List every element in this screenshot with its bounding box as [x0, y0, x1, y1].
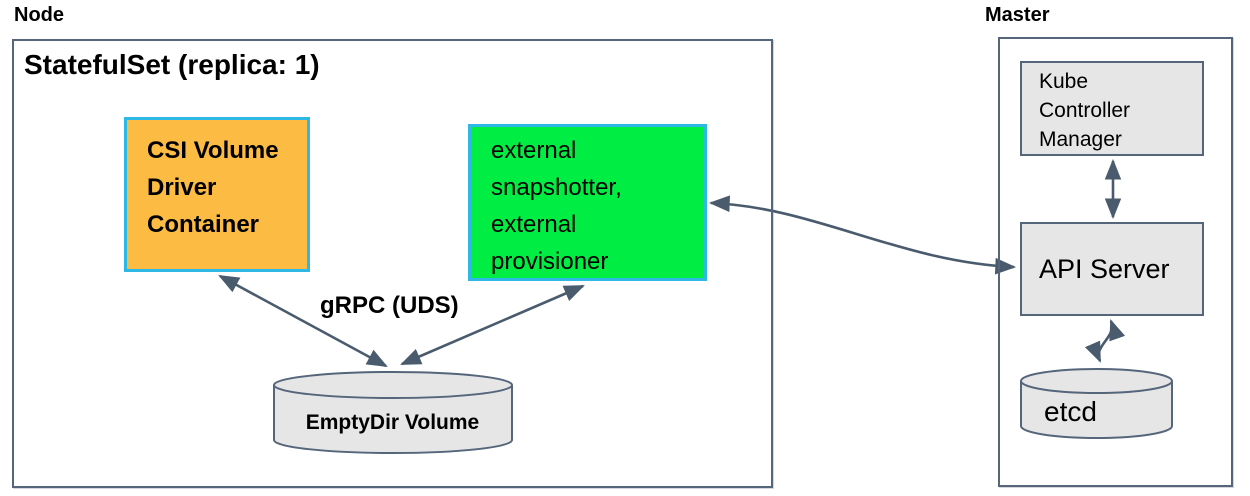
master-boundary-box	[998, 37, 1233, 487]
sidecar-box-line: external	[491, 211, 577, 238]
kcm-box-line: Kube	[1039, 70, 1089, 93]
csi-box-line: Driver	[147, 174, 217, 201]
statefulset-label: StatefulSet (replica: 1)	[24, 49, 320, 80]
kcm-box-line: Controller	[1039, 99, 1131, 122]
node-section-label: Node	[14, 4, 64, 26]
sidecar-box-line: snapshotter,	[491, 174, 622, 201]
sidecar-box-line: provisioner	[491, 248, 609, 275]
api-server-label: API Server	[1039, 253, 1170, 284]
node-boundary-box	[12, 39, 773, 488]
external-sidecars-box: external snapshotter, external provision…	[468, 124, 707, 281]
csi-volume-driver-box: CSI Volume Driver Container	[124, 117, 310, 272]
emptydir-volume-label: EmptyDir Volume	[305, 411, 480, 434]
api-server-box: API Server	[1020, 222, 1204, 316]
csi-box-line: Container	[147, 211, 260, 238]
kcm-box-line: Manager	[1039, 128, 1122, 151]
csi-box-line: CSI Volume	[147, 137, 279, 164]
master-section-label: Master	[985, 4, 1050, 26]
kube-controller-manager-box: Kube Controller Manager	[1020, 61, 1204, 156]
etcd-label: etcd	[1044, 396, 1097, 427]
grpc-uds-label: gRPC (UDS)	[320, 292, 459, 319]
sidecar-box-line: external	[491, 137, 577, 164]
